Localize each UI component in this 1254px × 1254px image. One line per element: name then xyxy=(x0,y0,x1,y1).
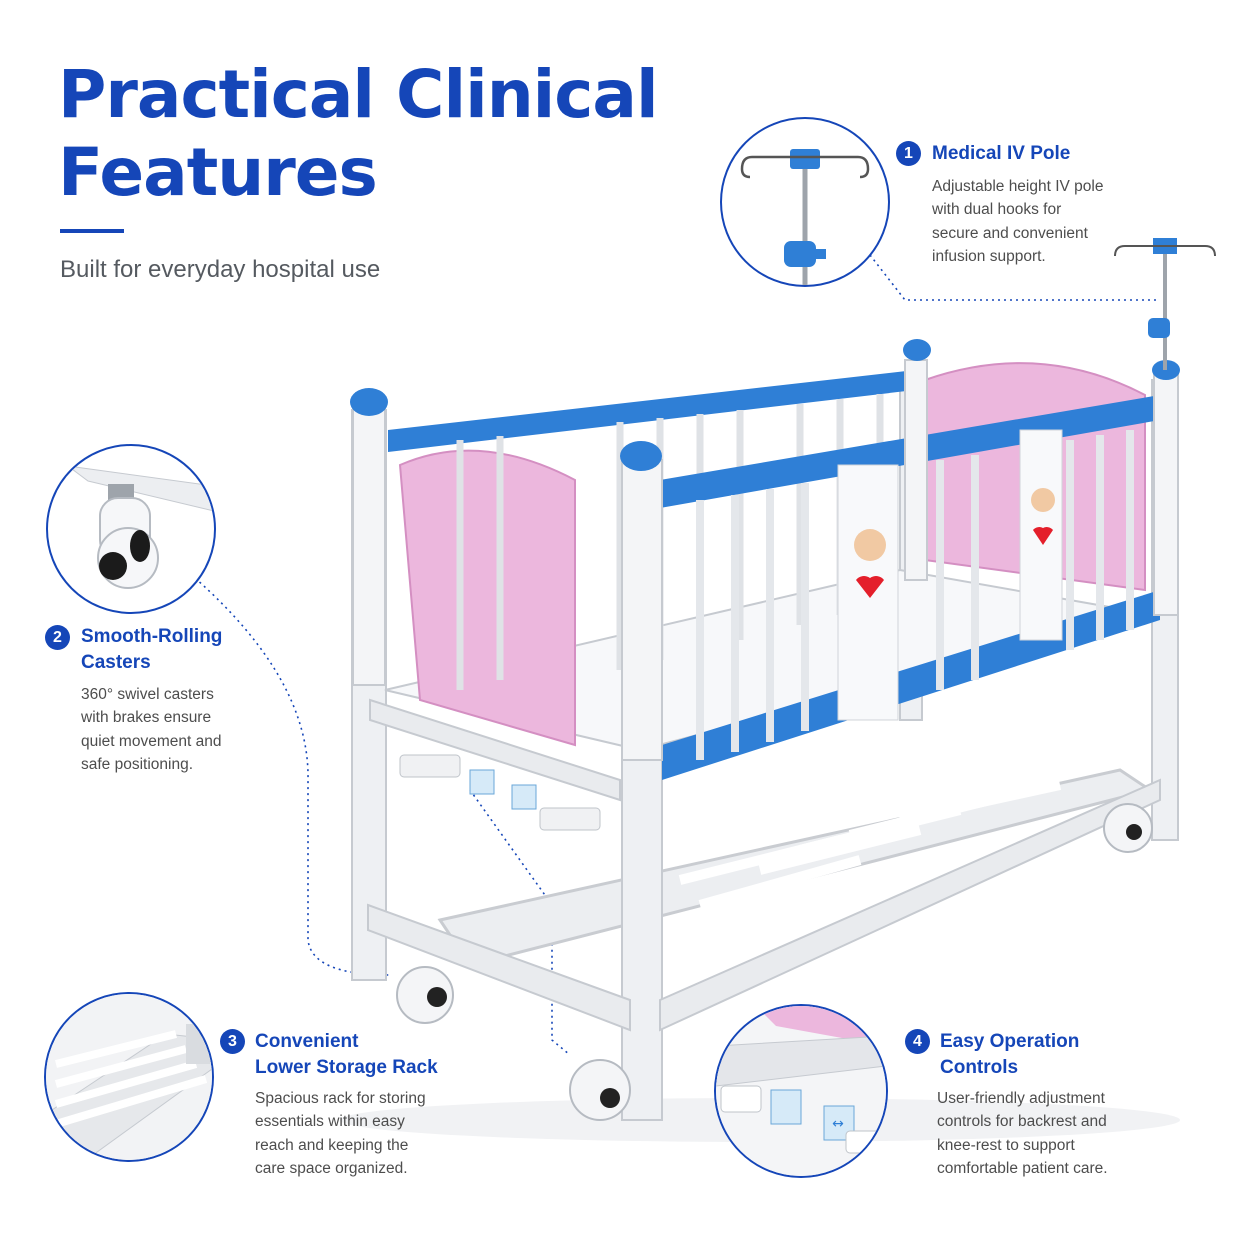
feature-1-desc-line: infusion support. xyxy=(932,247,1046,265)
feature-2-title-line: Smooth-Rolling xyxy=(81,626,223,647)
feature-3-desc-line: Spacious rack for storing xyxy=(255,1090,426,1107)
feature-1-desc-line: secure and convenient xyxy=(932,224,1088,242)
feature-4-title-line: Easy Operation xyxy=(940,1031,1080,1052)
feature-4-number-badge: 4 xyxy=(905,1029,930,1054)
feature-3-description: Spacious rack for storing essentials wit… xyxy=(255,1087,426,1180)
page-title-line-2: Features xyxy=(58,134,378,211)
feature-1-title: Medical IV Pole xyxy=(932,141,1070,167)
feature-4-desc-line: controls for backrest and xyxy=(937,1113,1107,1131)
storage-rack-detail-circle xyxy=(44,992,214,1162)
page-title: Practical Clinical Features xyxy=(58,56,659,212)
page-title-line-1: Practical Clinical xyxy=(58,56,659,133)
feature-2-title-line: Casters xyxy=(81,652,151,673)
feature-1-number-badge: 1 xyxy=(896,141,921,166)
feature-3-title-line: Convenient xyxy=(255,1031,359,1052)
title-underline xyxy=(60,229,124,233)
feature-4-description: User-friendly adjustment controls for ba… xyxy=(937,1087,1108,1180)
caster-detail-circle xyxy=(46,444,216,614)
iv-pole-icon xyxy=(740,149,870,285)
bear-decal xyxy=(854,488,1055,598)
feature-4-desc-line: comfortable patient care. xyxy=(937,1159,1108,1177)
feature-4-desc-line: knee-rest to support xyxy=(937,1136,1075,1154)
feature-2-title: Smooth-Rolling Casters xyxy=(81,624,222,676)
controls-detail-circle: ↔ xyxy=(714,1004,888,1178)
page-subtitle: Built for everyday hospital use xyxy=(60,256,381,283)
feature-4-title-line: Controls xyxy=(940,1057,1019,1078)
storage-rack-icon xyxy=(46,994,212,1160)
svg-text:↔: ↔ xyxy=(832,1116,844,1132)
crank-control-icon: ↔ xyxy=(716,1006,886,1176)
feature-3-title-line: Lower Storage Rack xyxy=(255,1057,438,1078)
feature-3-title: Convenient Lower Storage Rack xyxy=(255,1029,438,1081)
feature-2-description: 360° swivel casters with brakes ensure q… xyxy=(81,683,221,776)
iv-pole-detail-circle xyxy=(720,117,890,287)
feature-1-title-line: Medical IV Pole xyxy=(932,143,1071,164)
feature-4-desc-line: User-friendly adjustment xyxy=(937,1090,1105,1107)
feature-3-desc-line: reach and keeping the xyxy=(255,1136,409,1154)
feature-2-desc-line: with brakes ensure xyxy=(81,709,212,727)
feature-2-number-badge: 2 xyxy=(45,625,70,650)
feature-3-desc-line: care space organized. xyxy=(255,1159,408,1177)
feature-2-desc-line: 360° swivel casters xyxy=(81,686,214,703)
feature-1-desc-line: Adjustable height IV pole xyxy=(932,178,1104,195)
feature-2-desc-line: safe positioning. xyxy=(81,755,194,773)
feature-3-number-badge: 3 xyxy=(220,1029,245,1054)
caster-icon xyxy=(66,465,214,589)
feature-1-desc-line: with dual hooks for xyxy=(932,201,1062,219)
feature-1-description: Adjustable height IV pole with dual hook… xyxy=(932,175,1103,268)
feature-4-title: Easy Operation Controls xyxy=(940,1029,1079,1081)
feature-3-desc-line: essentials within easy xyxy=(255,1113,405,1131)
pediatric-hospital-bed-illustration xyxy=(340,238,1216,1142)
feature-2-desc-line: quiet movement and xyxy=(81,732,222,750)
